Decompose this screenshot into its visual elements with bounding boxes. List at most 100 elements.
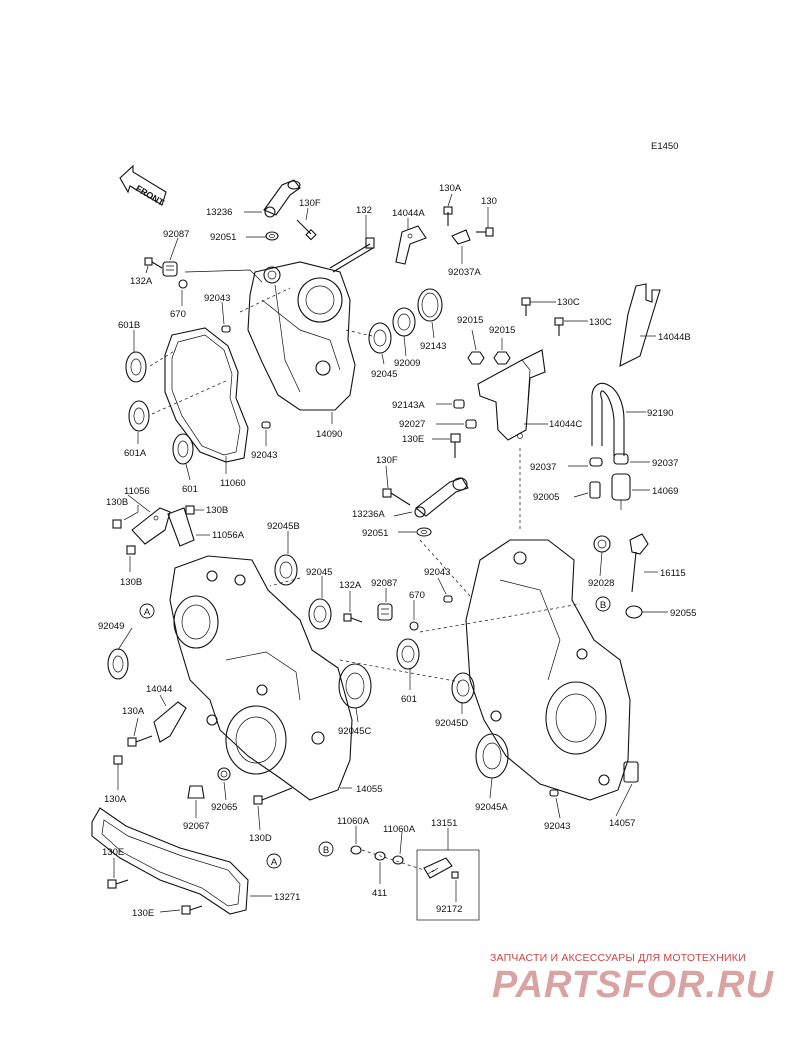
bearing-92045-upper xyxy=(368,322,392,354)
part-label: 92043 xyxy=(251,450,277,461)
svg-text:A: A xyxy=(271,857,278,868)
callout-a-1: A xyxy=(139,603,155,619)
bolt-130c-a xyxy=(521,297,531,316)
part-label: 670 xyxy=(409,590,425,601)
part-label: 92043 xyxy=(204,293,230,304)
bracket-14044a xyxy=(395,225,427,265)
bearing-92045d xyxy=(451,672,475,704)
dowel-92043-d xyxy=(549,789,559,797)
bolt-130f-top xyxy=(296,219,317,241)
part-label: 92028 xyxy=(588,578,614,589)
part-label: 92015 xyxy=(457,315,483,326)
ring-92143 xyxy=(417,288,443,322)
part-label: 670 xyxy=(170,309,186,320)
part-label: 130E xyxy=(402,434,424,445)
plug-92067 xyxy=(187,785,205,799)
part-label: 92045 xyxy=(306,567,332,578)
crankcase-14090 xyxy=(247,261,356,411)
bracket-14044b xyxy=(619,283,661,367)
part-label: 92015 xyxy=(489,325,515,336)
part-label: 16115 xyxy=(660,568,686,579)
spring-92087-top xyxy=(162,261,178,277)
part-label: 92049 xyxy=(98,621,124,632)
part-label: 130F xyxy=(299,198,321,209)
diagram-code: E1450 xyxy=(651,141,678,152)
part-label: 11060A xyxy=(337,816,370,827)
lever-13236a xyxy=(414,477,469,518)
collar-92028 xyxy=(593,535,611,553)
callout-b-1: B xyxy=(595,596,611,612)
part-label: 132 xyxy=(356,205,372,216)
bearing-601-upper xyxy=(172,433,194,465)
part-label: 132A xyxy=(130,276,153,287)
oring-11060a-b xyxy=(392,855,404,865)
part-label: 14044B xyxy=(658,332,691,343)
bolt-130a-a xyxy=(127,735,153,747)
oring-11060a-a xyxy=(350,845,362,855)
clip-92037a xyxy=(451,229,471,245)
bracket-11056a xyxy=(167,507,195,547)
part-label: 92045 xyxy=(371,369,397,380)
part-label: 130A xyxy=(104,794,127,805)
part-label: 92005 xyxy=(533,492,559,503)
part-label: 130C xyxy=(557,297,580,308)
part-label: 130 xyxy=(481,196,497,207)
part-label: 92051 xyxy=(362,528,388,539)
bearing-92045c xyxy=(338,663,372,709)
part-label: 130E xyxy=(102,847,124,858)
part-label: 92190 xyxy=(647,408,673,419)
part-label: 92045C xyxy=(338,726,371,737)
part-label: 92172 xyxy=(436,904,462,915)
bolt-130b-a xyxy=(112,519,122,529)
part-label: 14044 xyxy=(146,684,172,695)
part-labels: 13236 130F 92051 132 14044A 130A 130 920… xyxy=(98,183,696,919)
part-label: 130E xyxy=(132,908,154,919)
dowel-92043-a xyxy=(221,325,231,333)
washer-411 xyxy=(374,851,386,861)
bolt-130d xyxy=(253,787,293,805)
bolt-130e-b xyxy=(181,905,203,915)
oring-670-top xyxy=(178,279,188,289)
part-label: 92045B xyxy=(267,521,300,532)
bearing-601a xyxy=(128,400,150,432)
part-label: 92043 xyxy=(424,567,450,578)
part-label: 92037A xyxy=(448,267,481,278)
bolt-130-top xyxy=(476,227,494,237)
bolt-130b-b xyxy=(185,505,195,515)
part-label: 92045D xyxy=(435,718,468,729)
shaft-132 xyxy=(329,237,375,273)
nut-92015-a xyxy=(467,351,485,365)
fitting-92005 xyxy=(589,481,601,499)
part-label: 130D xyxy=(249,833,272,844)
bolt-130c-b xyxy=(554,317,564,336)
part-label: 14044A xyxy=(392,208,425,219)
part-label: 11056A xyxy=(212,530,245,541)
part-label: 92087 xyxy=(163,229,189,240)
part-label: 92143 xyxy=(420,341,446,352)
part-label: 13236A xyxy=(352,509,385,520)
collar-92027 xyxy=(465,419,477,429)
part-label: 601 xyxy=(182,484,198,495)
part-label: 92009 xyxy=(394,358,420,369)
bearing-601-lower xyxy=(396,638,420,670)
callout-b-2: B xyxy=(318,841,334,857)
clamp-92037-right xyxy=(613,453,629,465)
spring-92087-mid xyxy=(377,603,393,621)
watermark-logo: PARTSFOR.RU xyxy=(492,964,774,1006)
part-label: 11060A xyxy=(383,824,416,835)
front-arrow-icon: FRONT xyxy=(119,164,167,208)
part-label: 13151 xyxy=(431,818,457,829)
part-label: 13236 xyxy=(206,207,232,218)
part-label: 601B xyxy=(118,320,140,331)
part-label: 92067 xyxy=(183,821,209,832)
part-label: 92037 xyxy=(530,462,556,473)
part-label: 14090 xyxy=(316,429,342,440)
part-label: 14057 xyxy=(609,818,635,829)
svg-text:B: B xyxy=(600,600,606,611)
sensor-13151 xyxy=(423,857,453,879)
part-label: 130A xyxy=(439,183,462,194)
part-label: 601A xyxy=(124,448,147,459)
screw-92172 xyxy=(451,871,459,879)
part-label: 130F xyxy=(376,455,398,466)
part-label: 411 xyxy=(372,888,387,899)
